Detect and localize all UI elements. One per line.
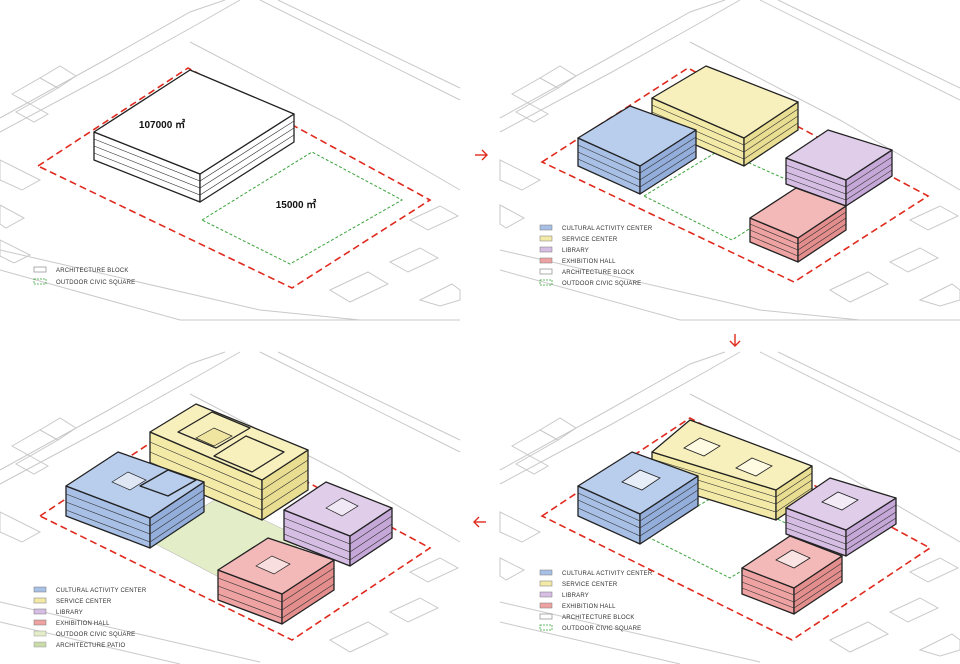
legend-label: ARCHITECTURE BLOCK	[56, 268, 129, 274]
legend-label: SERVICE CENTER	[562, 582, 618, 588]
patio-void	[735, 457, 773, 477]
civic-square-outline	[644, 491, 806, 579]
legend-swatch-exhibition	[33, 619, 47, 626]
street-context	[499, 351, 960, 664]
legend-swatch-civic-square	[539, 279, 553, 286]
architecture-block	[93, 69, 295, 203]
site-boundary	[540, 417, 932, 641]
service-center-block	[651, 65, 799, 167]
legend-label: CULTURAL ACTIVITY CENTER	[562, 571, 653, 577]
legend-swatch-library	[33, 608, 47, 615]
patio-void	[255, 555, 291, 575]
legend-label: SERVICE CENTER	[56, 599, 112, 605]
legend-step1: ARCHITECTURE BLOCK OUTDOOR CIVIC SQUARE	[33, 266, 135, 286]
cultural-activity-center-cluster	[65, 451, 205, 549]
square-area-label: 15000 ㎡	[276, 198, 317, 211]
legend-label: ARCHITECTURE BLOCK	[562, 615, 635, 621]
left-arrow-icon	[473, 516, 486, 528]
street-context	[499, 0, 960, 321]
legend-label: SERVICE CENTER	[562, 237, 618, 243]
exhibition-hall-cluster	[217, 537, 335, 625]
service-center-cluster	[149, 403, 309, 521]
civic-square-outline	[200, 151, 404, 265]
patio-void	[195, 427, 233, 447]
legend-label: OUTDOOR CIVIC SQUARE	[56, 280, 135, 286]
legend-label: EXHIBITION HALL	[56, 621, 110, 627]
legend-step3: CULTURAL ACTIVITY CENTER SERVICE CENTER …	[539, 569, 653, 632]
legend-label: CULTURAL ACTIVITY CENTER	[56, 588, 147, 594]
stepped-mass	[213, 435, 285, 473]
stepped-mass	[139, 469, 197, 497]
patio-void	[621, 469, 661, 491]
legend-swatch-cultural	[539, 224, 553, 231]
legend-label: EXHIBITION HALL	[562, 259, 616, 265]
legend-label: OUTDOOR CIVIC SQUARE	[562, 281, 641, 287]
legend-swatch-service	[539, 235, 553, 242]
legend-label: OUTDOOR CIVIC SQUARE	[56, 632, 135, 638]
legend-swatch-cultural	[33, 586, 47, 593]
legend-label: LIBRARY	[562, 593, 589, 599]
legend-swatch-architecture	[539, 268, 553, 275]
panel-step1: 107000 ㎡ 15000 ㎡ ARCHITECTURE BLOCK OUTD…	[0, 0, 461, 321]
legend-label: LIBRARY	[56, 610, 83, 616]
patio-void	[683, 437, 721, 457]
patio-void	[325, 497, 359, 517]
exhibition-hall-block	[741, 535, 843, 615]
service-center-block	[651, 419, 813, 521]
cultural-activity-center-block	[577, 105, 697, 195]
legend-step2: CULTURAL ACTIVITY CENTER SERVICE CENTER …	[539, 224, 653, 287]
legend-swatch-architecture	[33, 266, 47, 273]
panel-step3: CULTURAL ACTIVITY CENTER SERVICE CENTER …	[499, 351, 960, 664]
down-arrow-icon	[729, 334, 741, 347]
legend-label: ARCHITECTURE BLOCK	[562, 270, 635, 276]
right-arrow-icon	[475, 149, 488, 161]
legend-label: OUTDOOR CIVIC SQUARE	[562, 626, 641, 632]
cultural-activity-center-block	[577, 451, 699, 545]
legend-swatch-library	[539, 591, 553, 598]
legend-swatch-patio	[33, 641, 47, 648]
exhibition-hall-block	[749, 187, 847, 263]
legend-label: ARCHITECTURE PATIO	[56, 643, 126, 649]
legend-swatch-civic-square	[539, 624, 553, 631]
legend-swatch-cultural	[539, 569, 553, 576]
patio-void	[775, 549, 811, 569]
legend-swatch-exhibition	[539, 602, 553, 609]
legend-swatch-architecture	[539, 613, 553, 620]
legend-swatch-library	[539, 246, 553, 253]
site-boundary	[36, 67, 432, 289]
legend-swatch-service	[33, 597, 47, 604]
library-block	[785, 477, 897, 557]
legend-swatch-civic-square	[33, 630, 47, 637]
street-context	[0, 0, 461, 321]
panel-step4: CULTURAL ACTIVITY CENTER SERVICE CENTER …	[0, 351, 461, 664]
legend-label: LIBRARY	[562, 248, 589, 254]
panel-step2: CULTURAL ACTIVITY CENTER SERVICE CENTER …	[499, 0, 960, 321]
legend-swatch-exhibition	[539, 257, 553, 264]
block-area-label: 107000 ㎡	[139, 118, 185, 131]
street-context	[0, 351, 461, 664]
legend-label: CULTURAL ACTIVITY CENTER	[562, 226, 653, 232]
site-boundary	[540, 67, 930, 283]
patio-void	[821, 491, 859, 511]
patio-void	[111, 471, 147, 491]
site-boundary	[38, 417, 432, 641]
library-block	[785, 129, 893, 207]
legend-swatch-civic-square	[33, 278, 47, 285]
legend-step4: CULTURAL ACTIVITY CENTER SERVICE CENTER …	[33, 586, 147, 649]
legend-swatch-service	[539, 580, 553, 587]
legend-label: EXHIBITION HALL	[562, 604, 616, 610]
library-cluster	[283, 481, 393, 567]
